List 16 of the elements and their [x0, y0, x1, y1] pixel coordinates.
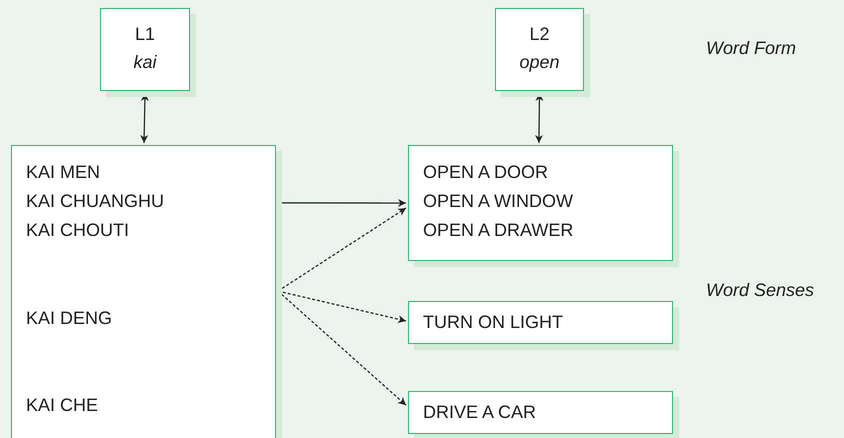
box-text: OPEN A WINDOW	[423, 190, 574, 212]
box-text: DRIVE A CAR	[423, 401, 536, 423]
level-label: Word Form	[706, 38, 796, 59]
box-text: KAI CHOUTI	[26, 219, 130, 241]
box-text: OPEN A DRAWER	[423, 219, 574, 241]
box-text: KAI MEN	[26, 161, 100, 183]
box-text: KAI CHE	[26, 394, 98, 416]
box-text: KAI DENG	[26, 307, 112, 329]
box-text: L2	[528, 23, 551, 46]
level-label: Word Senses	[706, 280, 814, 301]
box-text: KAI CHUANGHU	[26, 190, 164, 212]
box-text: L1	[134, 23, 156, 46]
box-text: open	[518, 51, 561, 74]
box-text: TURN ON LIGHT	[423, 311, 564, 333]
box-text: OPEN A DOOR	[423, 161, 548, 183]
box-text: kai	[132, 51, 158, 74]
